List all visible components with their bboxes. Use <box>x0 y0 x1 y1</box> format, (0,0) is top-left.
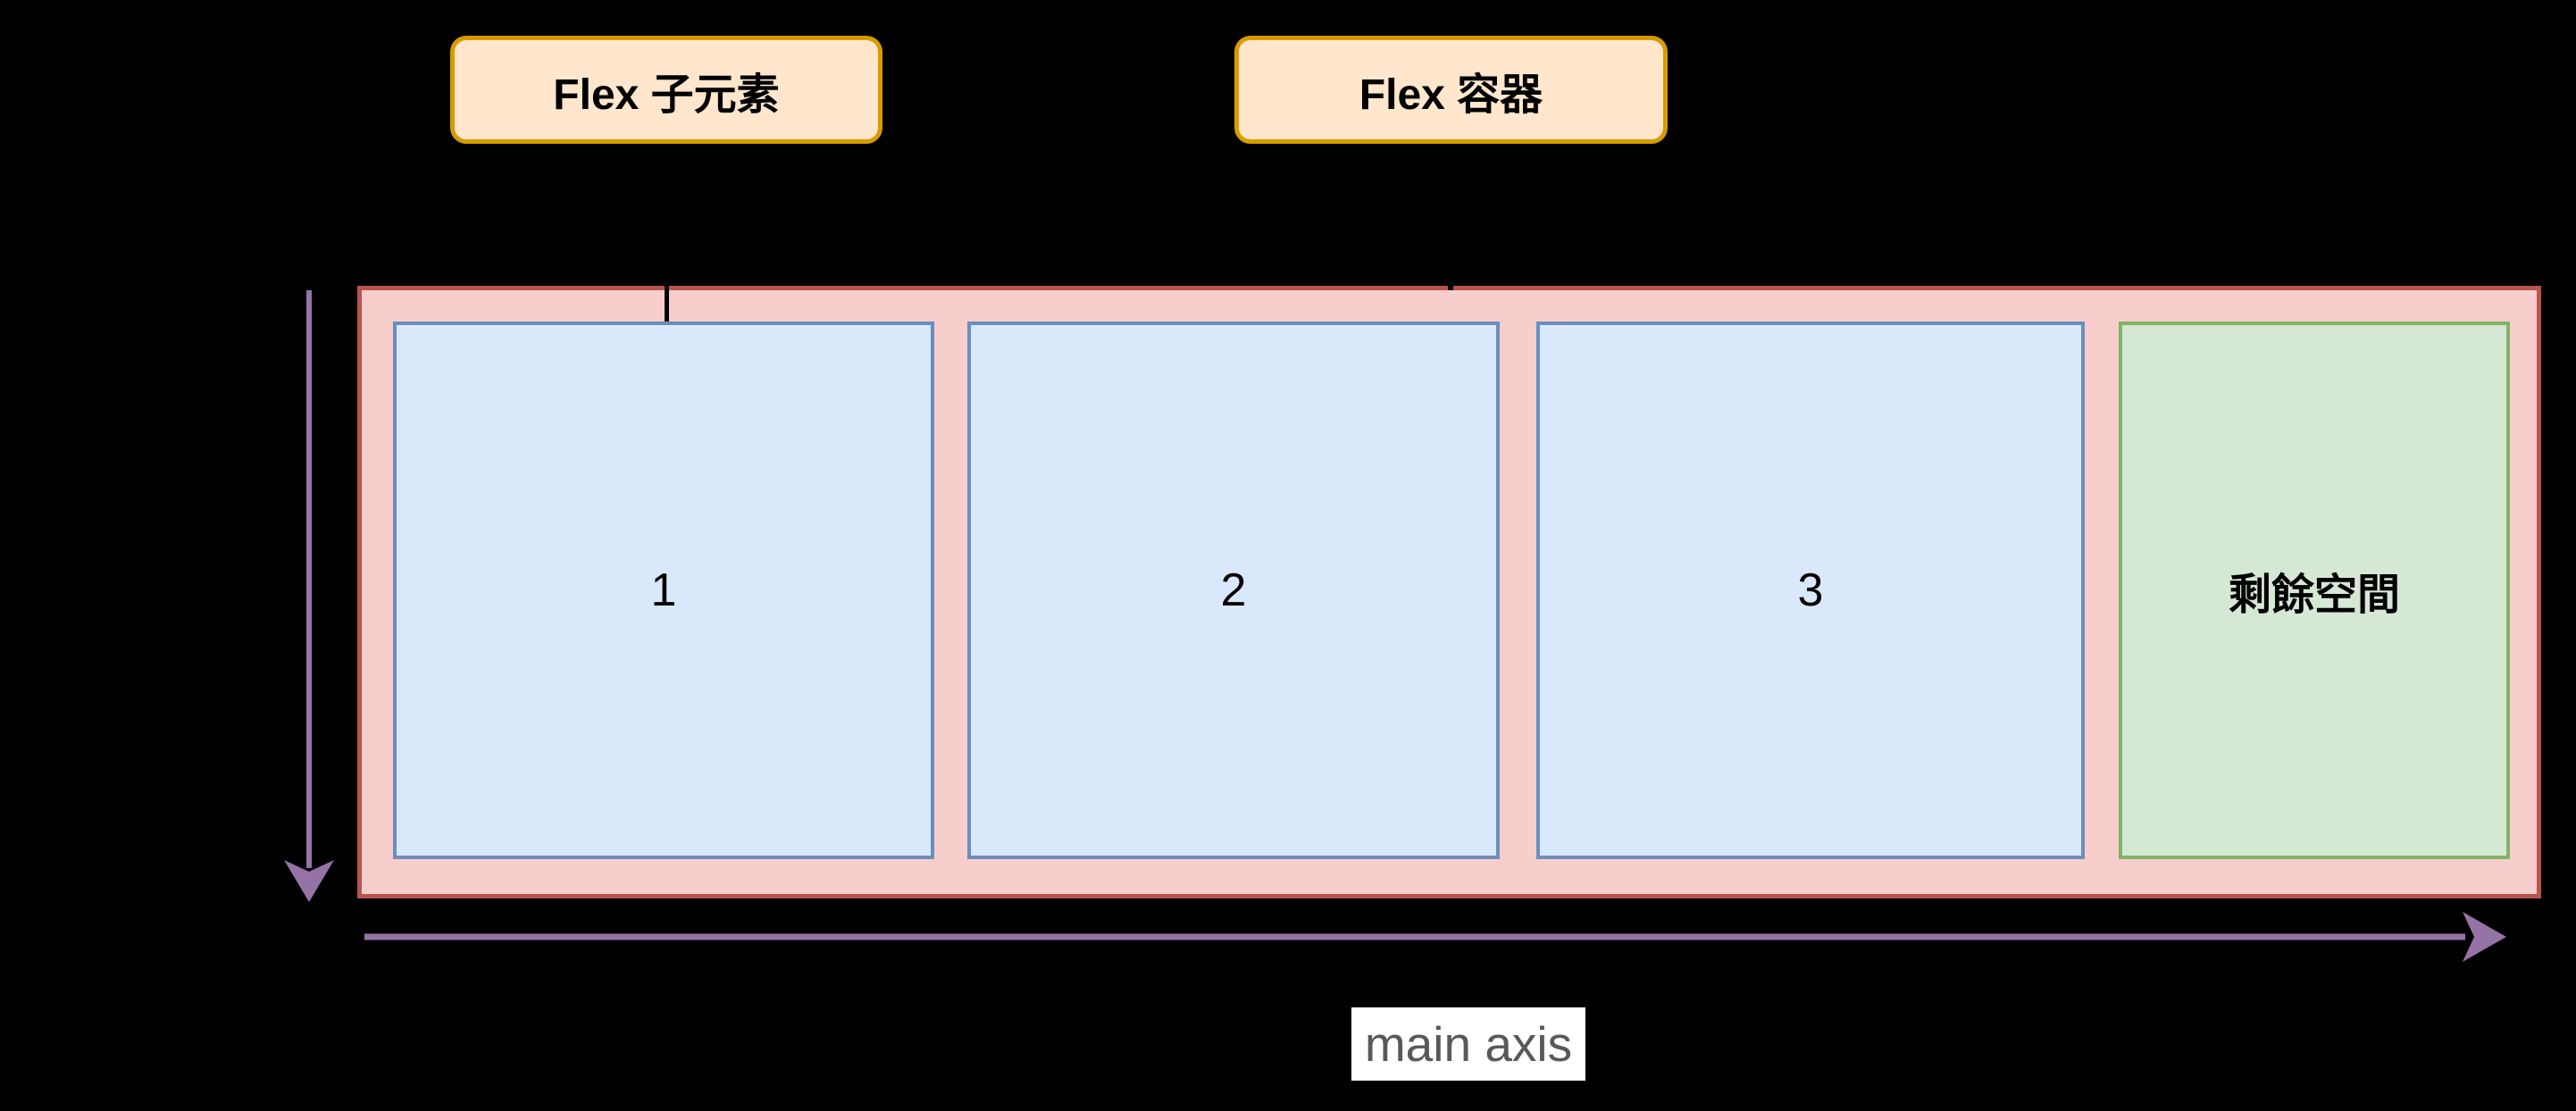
callout-flex-container-label: Flex 容器 <box>1359 71 1543 119</box>
flex-item-3-label: 3 <box>1797 564 1824 616</box>
connector-line-flex-container <box>1448 144 1453 290</box>
callout-flex-container: Flex 容器 <box>1234 36 1668 144</box>
flex-item-1-label: 1 <box>650 564 677 616</box>
remaining-space-box: 剩餘空間 <box>2119 322 2510 859</box>
main-axis-label-text: main axis <box>1364 1016 1573 1072</box>
callout-flex-item-label: Flex 子元素 <box>553 71 780 119</box>
flex-item-3: 3 <box>1536 322 2085 859</box>
flex-item-2: 2 <box>967 322 1500 859</box>
main-axis-arrow-icon <box>364 912 2506 962</box>
main-axis-label: main axis <box>1351 1007 1585 1081</box>
remaining-space-label: 剩餘空間 <box>2228 572 2400 619</box>
connector-line-flex-item <box>665 144 669 322</box>
flex-item-1: 1 <box>393 322 934 859</box>
cross-axis-arrow-icon <box>284 290 334 902</box>
flex-item-2-label: 2 <box>1220 564 1247 616</box>
callout-flex-item: Flex 子元素 <box>450 36 882 144</box>
